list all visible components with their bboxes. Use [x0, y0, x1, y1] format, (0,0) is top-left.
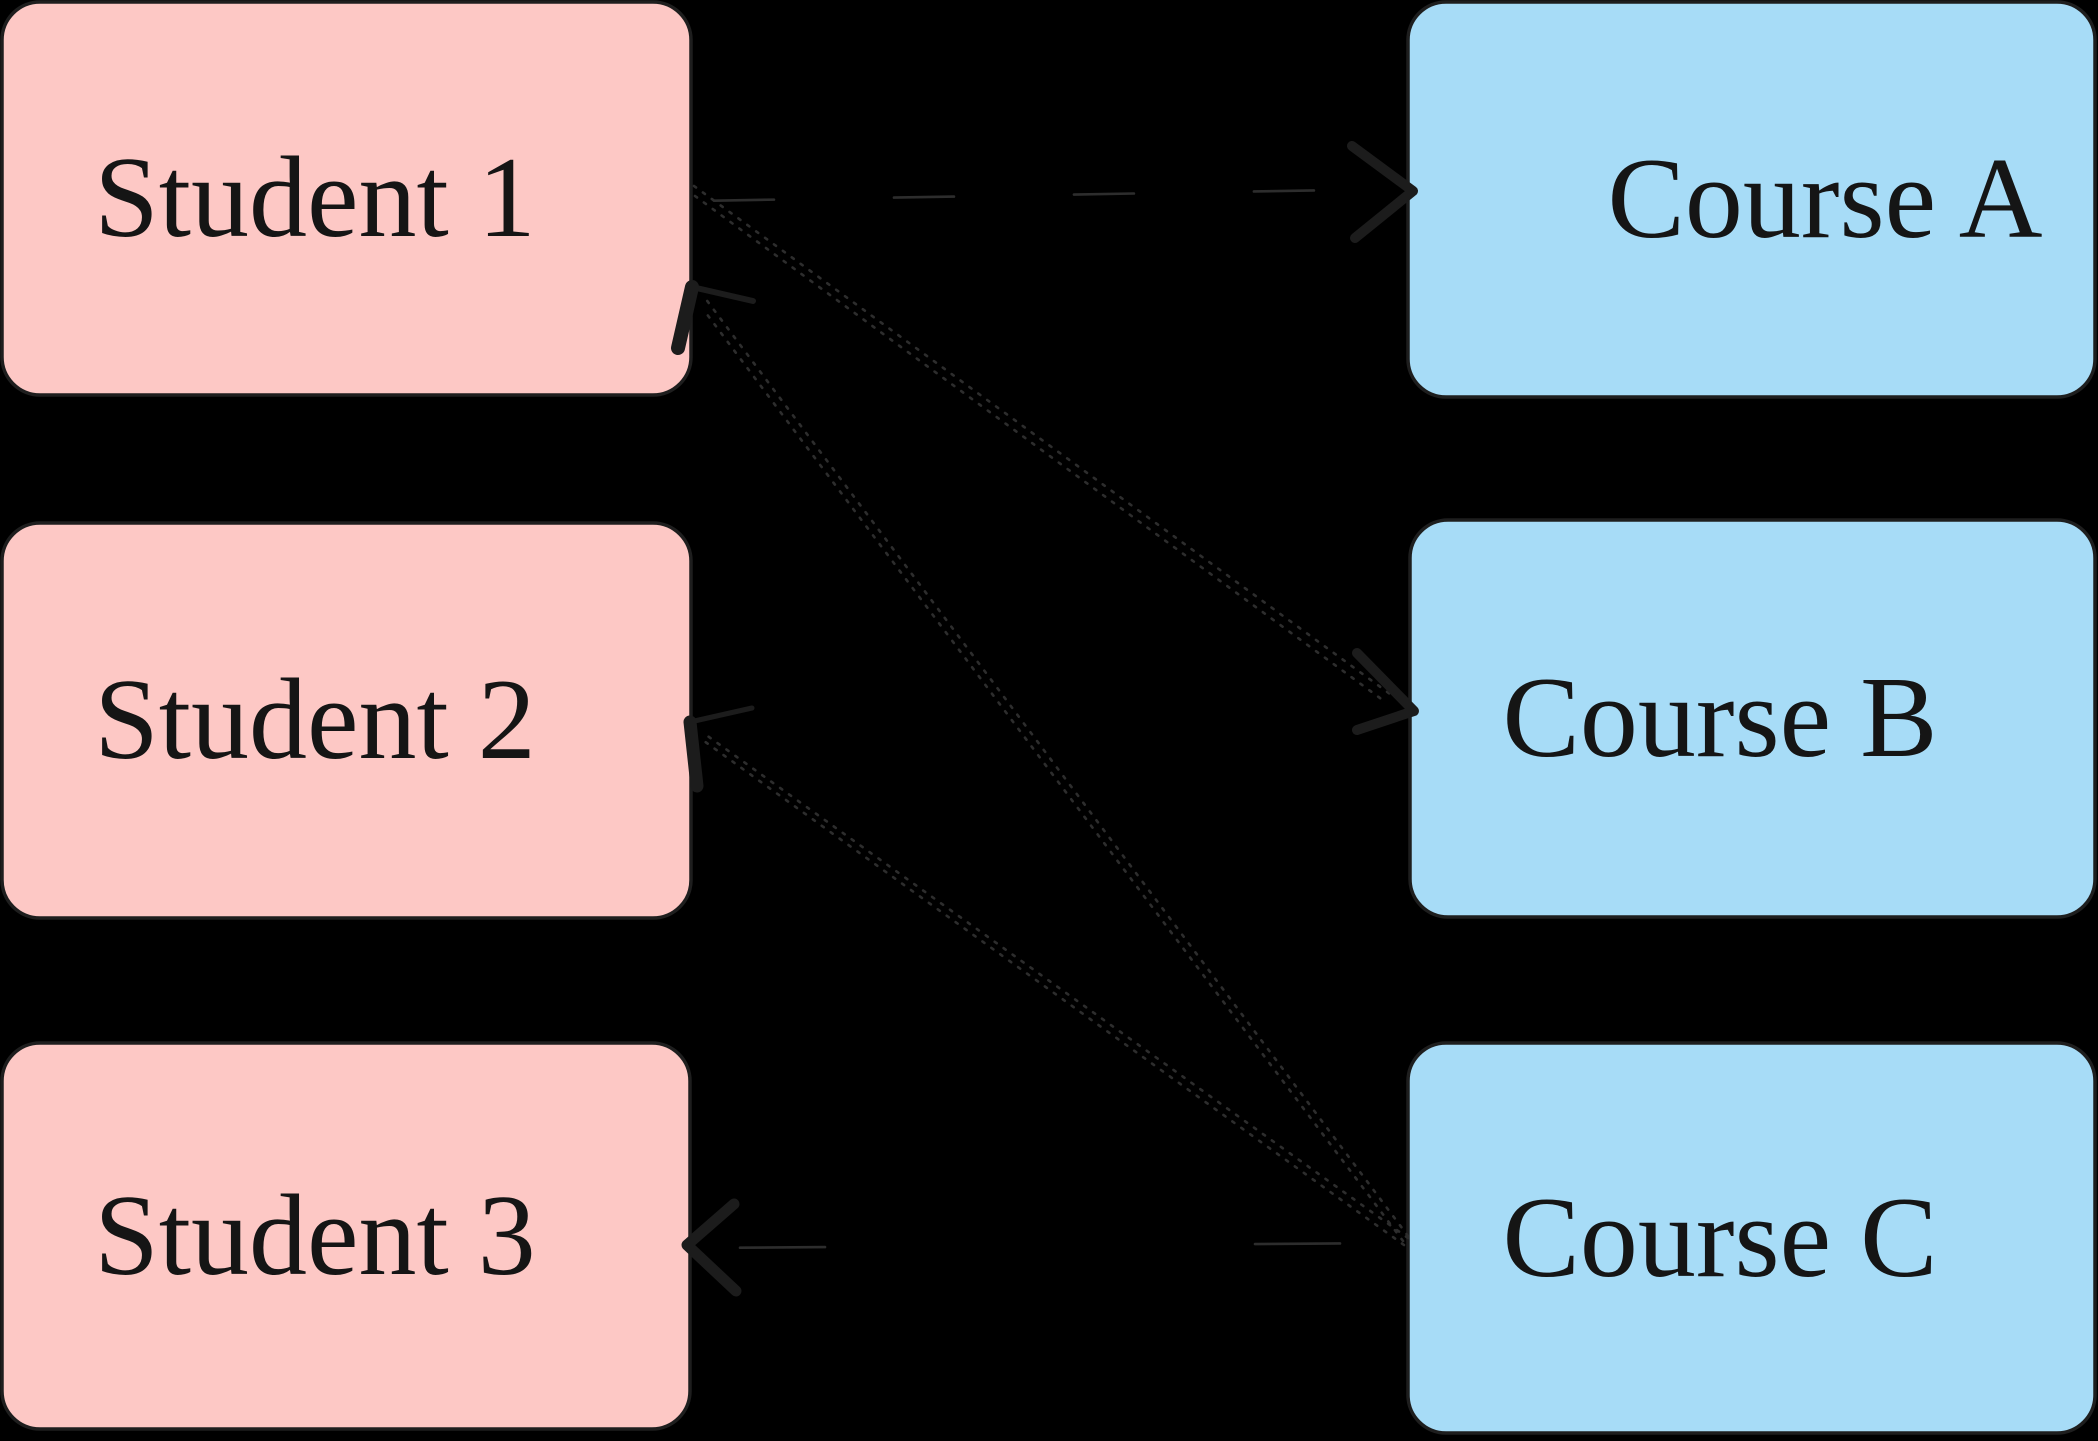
edge-student1-to-courseB	[692, 184, 1419, 735]
student-1-box	[0, 0, 693, 397]
node-student-2: Student 2	[0, 521, 693, 920]
course-b-label: Course B	[1503, 654, 1938, 782]
arrowhead-at-course-b-icon	[1352, 648, 1419, 735]
node-student-1: Student 1	[0, 0, 693, 397]
edge-shaft-sketch-pass	[693, 194, 1386, 703]
edge-courseC-to-student3	[681, 1198, 1402, 1297]
node-course-b: Course B	[1408, 518, 2097, 919]
edge-shaft	[692, 184, 1392, 696]
arrowhead-at-student-3-icon	[681, 1198, 742, 1297]
arrowhead-at-student-1-icon	[671, 280, 699, 355]
arrowhead-at-student-2-icon	[683, 715, 704, 793]
course-b-box	[1408, 518, 2097, 919]
edge-shaft	[692, 187, 1400, 203]
student-2-label: Student 2	[94, 656, 535, 784]
arrowhead-at-student-2-icon	[687, 705, 755, 725]
edge-shaft	[703, 296, 1410, 1238]
edge-student1-to-courseA	[692, 141, 1418, 243]
course-a-label: Course A	[1608, 135, 2043, 263]
student-3-label: Student 3	[94, 1172, 535, 1300]
course-c-label: Course C	[1503, 1174, 1938, 1302]
edge-courseC-to-student1	[671, 280, 1410, 1243]
node-course-a: Course A	[1406, 0, 2097, 399]
node-student-3: Student 3	[0, 1041, 692, 1431]
edge-shaft-sketch-pass	[702, 739, 1406, 1247]
edge-shaft	[698, 1241, 1402, 1250]
student-1-label: Student 1	[94, 134, 535, 262]
edge-shaft-sketch-pass	[701, 307, 1405, 1243]
arrowhead-at-course-a-icon	[1347, 141, 1418, 243]
edge-shaft	[700, 730, 1410, 1240]
edge-courseC-to-student2	[683, 705, 1410, 1247]
arrowhead-at-student-1-icon	[689, 284, 756, 304]
node-course-c: Course C	[1406, 1041, 2097, 1435]
